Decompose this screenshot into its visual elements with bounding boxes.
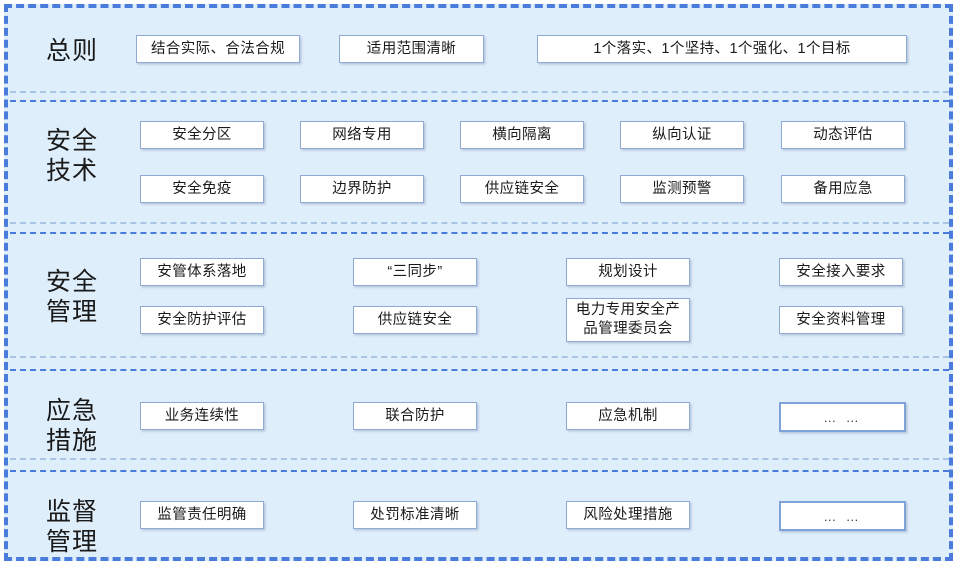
box-super-ellipsis[interactable]: … … [779, 501, 906, 531]
box-mgmt-8[interactable]: 安全资料管理 [779, 306, 903, 334]
box-tech-2[interactable]: 网络专用 [300, 121, 424, 149]
box-tech-5[interactable]: 动态评估 [781, 121, 905, 149]
separator-1-dark [10, 100, 949, 102]
box-mgmt-3[interactable]: 规划设计 [566, 258, 690, 286]
separator-2-light [10, 222, 949, 224]
box-general-2[interactable]: 适用范围清晰 [339, 35, 484, 63]
section-label-supervision-management: 监督 管理 [45, 498, 98, 556]
separator-1-light [10, 91, 949, 93]
separator-2-dark [10, 232, 949, 234]
box-tech-3[interactable]: 横向隔离 [460, 121, 584, 149]
box-mgmt-5[interactable]: 安全防护评估 [140, 306, 264, 334]
box-emerg-3[interactable]: 应急机制 [566, 402, 690, 430]
box-mgmt-6[interactable]: 供应链安全 [353, 306, 477, 334]
box-mgmt-7[interactable]: 电力专用安全产 品管理委员会 [566, 298, 690, 342]
box-emerg-ellipsis[interactable]: … … [779, 402, 906, 432]
box-mgmt-1[interactable]: 安管体系落地 [140, 258, 264, 286]
section-label-general-principles: 总则 [45, 37, 98, 65]
box-tech-1[interactable]: 安全分区 [140, 121, 264, 149]
separator-4-dark [10, 470, 949, 472]
box-super-1[interactable]: 监管责任明确 [140, 501, 264, 529]
box-general-1[interactable]: 结合实际、合法合规 [136, 35, 300, 63]
section-label-emergency-measures: 应急 措施 [45, 397, 98, 455]
box-emerg-1[interactable]: 业务连续性 [140, 402, 264, 430]
box-tech-8[interactable]: 供应链安全 [460, 175, 584, 203]
box-tech-10[interactable]: 备用应急 [781, 175, 905, 203]
box-tech-9[interactable]: 监测预警 [620, 175, 744, 203]
box-mgmt-4[interactable]: 安全接入要求 [779, 258, 903, 286]
box-general-3[interactable]: 1个落实、1个坚持、1个强化、1个目标 [537, 35, 907, 63]
section-label-security-management: 安全 管理 [45, 268, 98, 326]
box-super-3[interactable]: 风险处理措施 [566, 501, 690, 529]
section-label-security-technology: 安全 技术 [45, 127, 98, 185]
box-emerg-2[interactable]: 联合防护 [353, 402, 477, 430]
box-super-2[interactable]: 处罚标准清晰 [353, 501, 477, 529]
separator-3-light [10, 356, 949, 358]
separator-4-light [10, 458, 949, 460]
box-tech-4[interactable]: 纵向认证 [620, 121, 744, 149]
separator-3-dark [10, 369, 949, 371]
box-tech-7[interactable]: 边界防护 [300, 175, 424, 203]
box-tech-6[interactable]: 安全免疫 [140, 175, 264, 203]
box-mgmt-2[interactable]: “三同步” [353, 258, 477, 286]
